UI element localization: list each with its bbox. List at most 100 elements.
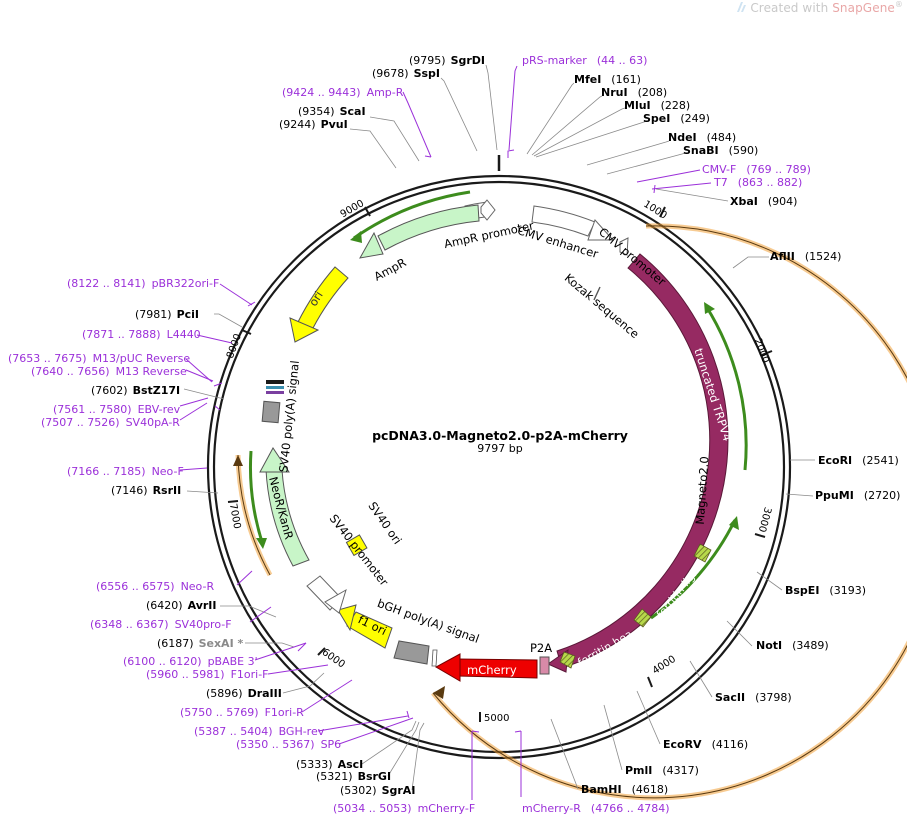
feature-cmv-enhancer-head <box>587 219 615 241</box>
feature-sv40-ori <box>345 534 368 557</box>
site-nrui: NruI(208) <box>601 86 667 99</box>
site-m13rev: (7640 .. 7656) M13 Reverse <box>31 365 187 378</box>
orf-green-ampr-head <box>350 231 362 243</box>
site-f1orif-name: F1ori-F <box>231 668 269 681</box>
leader-sexai <box>245 642 295 648</box>
leader-pvui <box>349 128 397 169</box>
site-noti: NotI(3489) <box>756 639 829 652</box>
site-neor-p: (6556 .. 6575)Neo-R <box>96 580 214 593</box>
leader-sspi <box>440 77 478 152</box>
site-bghrev: (5387 .. 5404)BGH-rev <box>194 725 325 738</box>
site-scai: (9354)ScaI <box>298 105 366 118</box>
leader-bghrev <box>317 715 409 732</box>
tick-mark-7000 <box>227 500 239 503</box>
site-pmli: PmlI(4317) <box>625 764 699 777</box>
site-sspi-pos: (9678) <box>372 67 409 80</box>
site-ndei: NdeI(484) <box>668 131 736 144</box>
site-asci: (5333)AscI <box>296 758 363 771</box>
site-sexai-name: SexAI * <box>199 637 244 650</box>
feature-f1-ori <box>346 611 393 649</box>
site-sacii: SacII(3798) <box>715 691 792 704</box>
orf-green-neo <box>249 450 265 546</box>
site-m13rev-pos: (7640 .. 7656) <box>31 365 110 378</box>
leader-pbr322 <box>219 283 253 306</box>
site-amp-r-pos: (9424 .. 9443) <box>282 86 361 99</box>
tick-mark-8000 <box>241 329 252 335</box>
site-pbr322: (8122 .. 8141)pBR322ori-F <box>67 277 219 290</box>
orf-green-ampr <box>353 190 471 240</box>
orf-green-neo-head <box>256 538 267 549</box>
leader-prs-cap <box>507 149 515 158</box>
leader-bghrev-cap <box>406 710 410 719</box>
site-m13rev-name: M13 Reverse <box>116 365 187 378</box>
leader-pbr322-cap <box>247 301 256 307</box>
site-sspi-name: SspI <box>414 67 440 80</box>
site-sgrai: (5302)SgrAI <box>340 784 415 797</box>
orf-green-ferritin-head <box>729 516 739 530</box>
leader-bsrgi <box>387 721 420 777</box>
site-asci-pos: (5333) <box>296 758 333 771</box>
site-aflii-pos: (1524) <box>805 250 842 263</box>
site-pbabe-name: pBABE 3' <box>208 655 258 668</box>
feature-sv40-polya-band1 <box>266 380 284 384</box>
site-sgrdi-name: SgrDI <box>451 54 485 67</box>
site-cmvf-name: CMV-F <box>702 163 736 176</box>
feature-cmv-enhancer <box>531 205 596 237</box>
feature-sv40-polya-band2 <box>266 386 284 389</box>
site-mcherryr-name: mCherry-R <box>522 802 581 815</box>
site-bspei-pos: (3193) <box>829 584 866 597</box>
site-rsrii: (7146)RsrII <box>111 484 181 497</box>
feature-hatch-3 <box>559 651 576 669</box>
plasmid-size: 9797 bp <box>477 442 522 455</box>
feature-bgh-marker <box>431 649 438 667</box>
site-ebvrev-pos: (7561 .. 7580) <box>53 403 132 416</box>
site-sgrdi-pos: (9795) <box>409 54 446 67</box>
leader-bspei <box>756 571 783 591</box>
backbone-ring-outer <box>206 174 792 760</box>
site-draiii-name: DraIII <box>248 687 282 700</box>
label-sv40-polya: SV40 poly(A) signal <box>276 360 302 473</box>
leader-aflii <box>732 256 769 269</box>
leader-sv40pro <box>249 606 272 623</box>
leader-noti <box>726 620 753 647</box>
site-sp6-pos: (5350 .. 5367) <box>236 738 315 751</box>
tick-mark-9000 <box>364 206 371 217</box>
site-labels: (9795) SgrDI (9678) SspI (9424 .. 9443) Amp… <box>8 54 900 815</box>
leader-pmli <box>603 704 623 771</box>
site-xbai: XbaI (904) <box>730 195 797 208</box>
orf-arc-main-head <box>433 686 445 699</box>
leader-sacii <box>689 660 713 698</box>
site-snabi-pos: (590) <box>729 144 759 157</box>
watermark: Created with SnapGene® <box>735 0 903 15</box>
leader-rsrii <box>186 490 219 494</box>
feature-f1-ori-head <box>337 604 357 632</box>
feature-cmv-promoter <box>619 237 629 256</box>
site-ndei-pos: (484) <box>707 131 737 144</box>
site-amp-r-name: Amp-R <box>367 86 404 99</box>
leader-bstz17i <box>183 388 225 400</box>
site-xbai-pos: (904) <box>768 195 798 208</box>
site-pcii-pos: (7981) <box>135 308 172 321</box>
site-sv40par: (7507 .. 7526)SV40pA-R <box>41 416 180 429</box>
site-pmli-name: PmlI <box>625 764 652 777</box>
feature-neor-head <box>259 447 290 473</box>
label-ampr: AmpR <box>372 255 409 283</box>
site-bghrev-name: BGH-rev <box>279 725 325 738</box>
site-bstz17i-pos: (7602) <box>91 384 128 397</box>
ticks: 1000 2000 3000 4000 5000 6000 7000 8000 … <box>225 198 773 724</box>
label-mcherry: mCherry <box>467 663 517 677</box>
site-ppumi-pos: (2720) <box>864 489 901 502</box>
feature-sv40-polya-band3 <box>266 391 284 394</box>
tick-label-7000: 7000 <box>227 503 242 530</box>
feature-p2a <box>539 656 550 675</box>
site-ecori: EcoRI(2541) <box>818 454 899 467</box>
site-sp6: (5350 .. 5367)SP6 <box>236 738 341 751</box>
site-avrii-pos: (6420) <box>146 599 183 612</box>
orf-green-trpv4 <box>704 305 748 471</box>
site-xbai-name: XbaI <box>730 195 758 208</box>
site-mcherryf-pos: (5034 .. 5053) <box>333 802 412 815</box>
leader-xbai <box>655 188 729 202</box>
site-pbr322-name: pBR322ori-F <box>152 277 220 290</box>
site-ppumi-name: PpuMI <box>815 489 854 502</box>
